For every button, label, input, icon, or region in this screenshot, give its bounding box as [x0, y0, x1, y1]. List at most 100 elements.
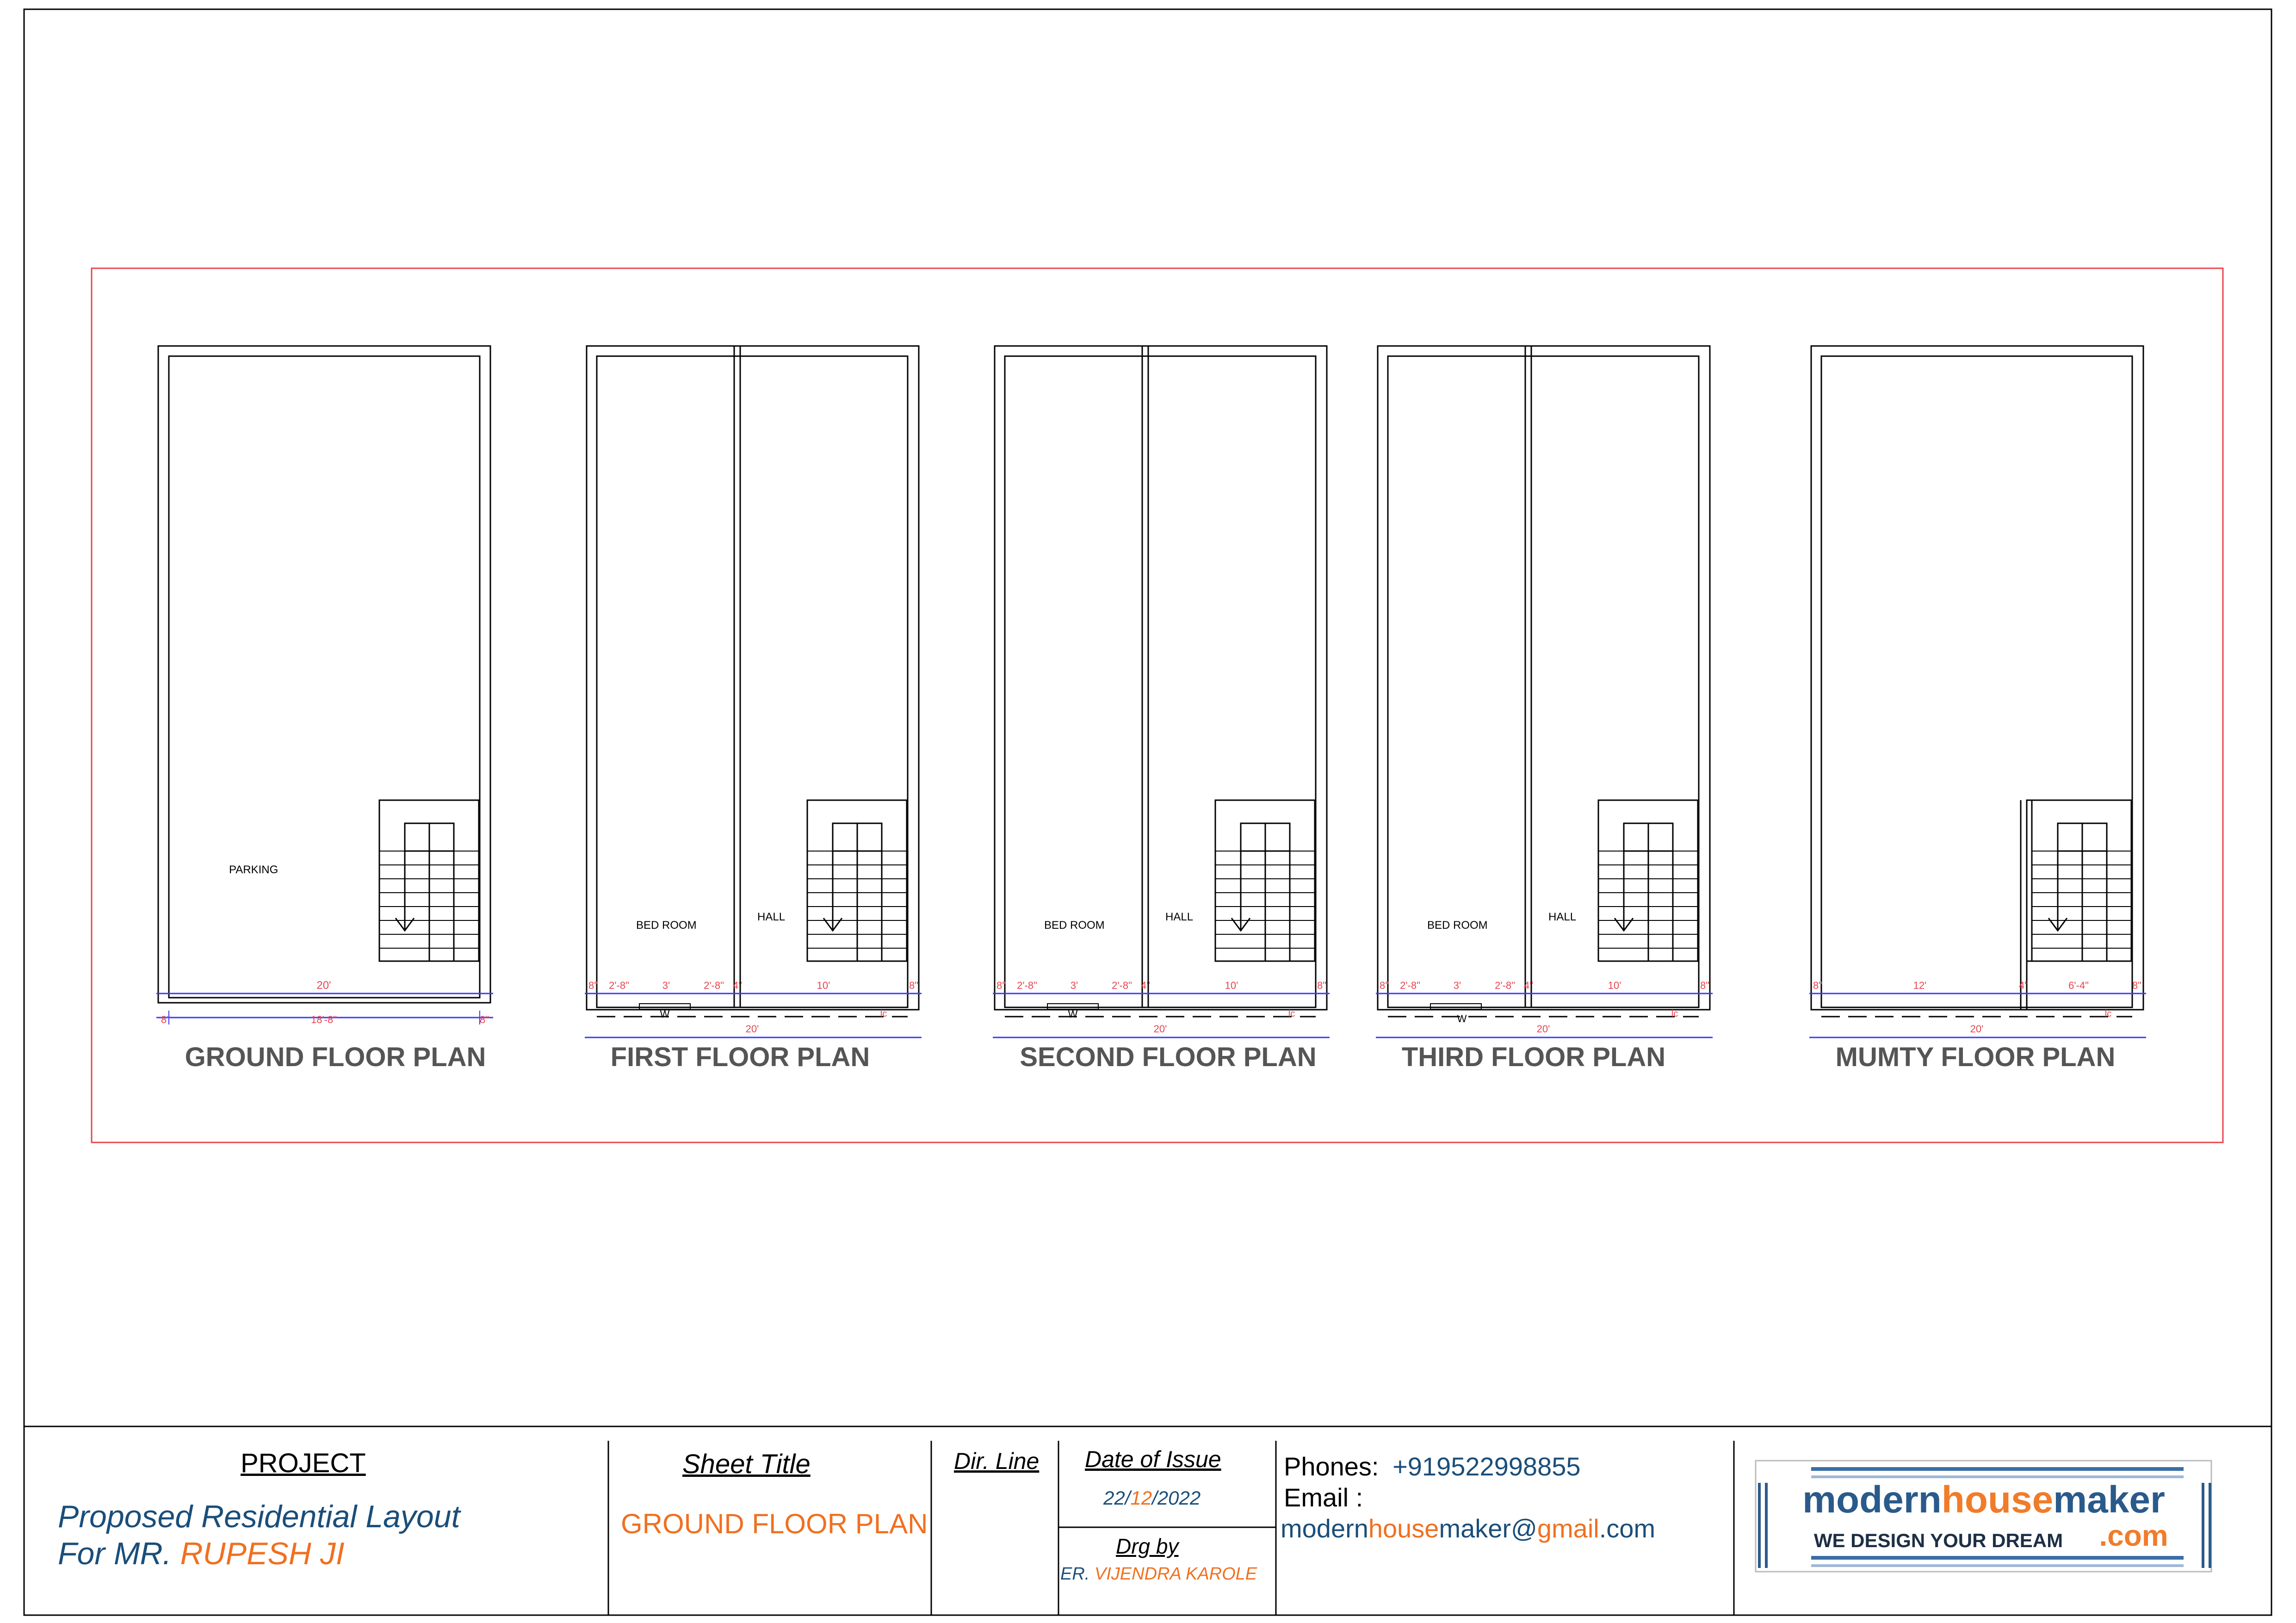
- logo-word-house: house: [1942, 1479, 2053, 1521]
- third-floor-plan: BED ROOM HALL 8" 2'-8" 3' 2'-8" 4" 10' 8…: [1376, 345, 1713, 1072]
- title-block: modernhousemaker WE DESIGN YOUR DREAM .c…: [24, 1426, 2271, 1615]
- dimension-label: 10': [1608, 980, 1621, 991]
- email-part: house: [1368, 1514, 1439, 1543]
- date-separator: /: [1125, 1487, 1131, 1509]
- dimension-label: 4": [2019, 980, 2028, 991]
- email-part: modern: [1281, 1514, 1368, 1543]
- sheet-title-value: GROUND FLOOR PLAN: [621, 1508, 928, 1539]
- dimension-label: 8": [480, 1014, 489, 1025]
- dimension-label: 3': [1071, 980, 1078, 991]
- date-day: 22: [1103, 1487, 1125, 1509]
- plan-title: FIRST FLOOR PLAN: [611, 1042, 870, 1072]
- cut-label: lc: [2105, 1009, 2111, 1019]
- drawing-frame: [91, 267, 2224, 1143]
- room-label: HALL: [1548, 911, 1576, 923]
- dimension-label: 2'-8": [1495, 980, 1515, 991]
- plan-title: GROUND FLOOR PLAN: [185, 1042, 486, 1072]
- dimension-label: 2'-8": [1400, 980, 1420, 991]
- dimension-label: 4": [1524, 980, 1533, 991]
- phones-line: Phones: +919522998855: [1284, 1451, 1581, 1481]
- sheet-border: [23, 8, 2272, 1616]
- date-of-issue-heading: Date of Issue: [1085, 1446, 1221, 1472]
- dimension-label: 10': [817, 980, 830, 991]
- staircase: [378, 799, 480, 962]
- dimension-label: 6'-4": [2068, 980, 2089, 991]
- plan-title: MUMTY FLOOR PLAN: [1836, 1042, 2116, 1072]
- dimension-label: 4": [733, 980, 742, 991]
- dimension-label: 8": [588, 980, 598, 991]
- dimension-label: 4": [1141, 980, 1150, 991]
- email-part: .com: [1599, 1514, 1656, 1543]
- date-separator: /: [1152, 1487, 1157, 1509]
- logo-word-modern: modern: [1802, 1479, 1942, 1521]
- dimension-label: 8": [1813, 980, 1822, 991]
- dimension-label: 2'-8": [609, 980, 629, 991]
- second-floor-plan: BED ROOM HALL 8" 2'-8" 3' 2'-8" 4" 10' 8…: [993, 345, 1330, 1072]
- cut-label: lc: [1671, 1009, 1678, 1019]
- ground-floor-plan: PARKING 20' 8" 18'-8" 8" GROUND FLOOR PL…: [156, 345, 493, 1072]
- room-label: HALL: [757, 911, 785, 923]
- company-logo: modernhousemaker WE DESIGN YOUR DREAM .c…: [1755, 1460, 2212, 1573]
- dimension-label: 8": [1317, 980, 1326, 991]
- date-month: 12: [1130, 1487, 1152, 1509]
- phone-number[interactable]: +919522998855: [1392, 1452, 1581, 1481]
- staircase: [2026, 799, 2132, 962]
- dimension-label: 3': [662, 980, 670, 991]
- dimension-label: 8": [2132, 980, 2141, 991]
- window-label: W: [1457, 1013, 1467, 1024]
- project-heading: PROJECT: [241, 1448, 366, 1478]
- project-name-line2: For MR. RUPESH JI: [58, 1536, 345, 1572]
- client-prefix: For MR.: [58, 1536, 180, 1571]
- date-year: 2022: [1157, 1487, 1201, 1509]
- dimension-label: 20': [1970, 1023, 1984, 1035]
- room-label: BED ROOM: [1427, 919, 1488, 932]
- plan-title: SECOND FLOOR PLAN: [1020, 1042, 1316, 1072]
- room-label: BED ROOM: [636, 919, 697, 932]
- dimension-label: 8": [161, 1014, 170, 1025]
- email-part: maker@: [1439, 1514, 1537, 1543]
- dimension-label: 20': [1154, 1023, 1167, 1035]
- staircase: [1597, 799, 1699, 962]
- dimension-label: 2'-8": [1017, 980, 1037, 991]
- email-label: Email :: [1284, 1483, 1363, 1512]
- cut-label: lc: [1288, 1009, 1295, 1019]
- email-part: gmail: [1537, 1514, 1599, 1543]
- logo-word-maker: maker: [2053, 1479, 2165, 1521]
- dimension-label: 8": [909, 980, 918, 991]
- dimension-label: 12': [1913, 980, 1927, 991]
- sheet-title-heading: Sheet Title: [682, 1449, 811, 1479]
- dimension-label: 18'-8": [311, 1014, 337, 1025]
- dimension-label: 8": [996, 980, 1006, 991]
- dimension-label: 20': [746, 1023, 759, 1035]
- staircase: [1214, 799, 1316, 962]
- room-label: PARKING: [229, 864, 278, 876]
- drawn-by-prefix: ER.: [1060, 1564, 1095, 1584]
- svg-text:modernhousemaker: modernhousemaker: [1802, 1479, 2165, 1521]
- drawn-by-name: VIJENDRA KAROLE: [1094, 1564, 1257, 1584]
- dimension-label: 10': [1225, 980, 1238, 991]
- drawn-by-value: ER. VIJENDRA KAROLE: [1060, 1564, 1257, 1584]
- dimension-label: 2'-8": [704, 980, 724, 991]
- dimension-label: 20': [1537, 1023, 1550, 1035]
- mumty-floor-plan: 8" 12' 4" 6'-4" 8" lc 20' MUMTY FLOOR PL…: [1809, 345, 2146, 1072]
- dimension-label: 20': [316, 979, 331, 992]
- dimension-label: 3': [1454, 980, 1461, 991]
- phones-label: Phones:: [1284, 1452, 1379, 1481]
- logo-tagline: WE DESIGN YOUR DREAM: [1814, 1530, 2063, 1551]
- dimension-label: 8": [1380, 980, 1389, 991]
- room-label: HALL: [1165, 911, 1193, 923]
- dir-line-heading: Dir. Line: [954, 1448, 1040, 1474]
- email-address[interactable]: modernhousemaker@gmail.com: [1281, 1513, 1655, 1543]
- room-label: BED ROOM: [1044, 919, 1105, 932]
- first-floor-plan: BED ROOM HALL 8" 2'-8" 3' 2'-8" 4" 10' 8…: [585, 345, 922, 1072]
- dimension-label: 2'-8": [1112, 980, 1132, 991]
- window-label: W: [660, 1008, 670, 1020]
- date-of-issue-value: 22/12/2022: [1103, 1487, 1201, 1509]
- project-name-line1: Proposed Residential Layout: [58, 1499, 460, 1534]
- logo-suffix: .com: [2099, 1519, 2168, 1552]
- staircase: [806, 799, 908, 962]
- window-label: W: [1068, 1008, 1078, 1020]
- plan-title: THIRD FLOOR PLAN: [1402, 1042, 1665, 1072]
- client-name: RUPESH JI: [180, 1536, 345, 1571]
